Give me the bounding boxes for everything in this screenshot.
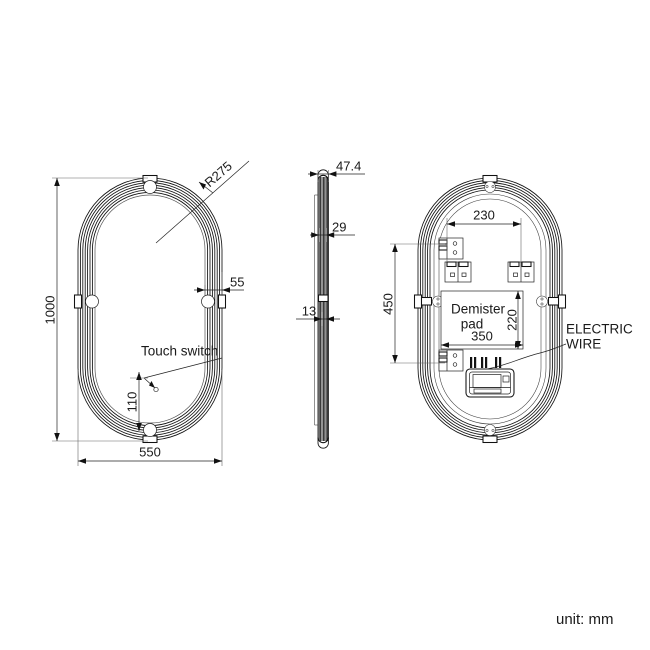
rear-bracket-height-label: 450 — [380, 293, 395, 315]
front-frame-depth-label: 55 — [230, 274, 244, 289]
rear-electric-wire-label-line2: WIRE — [566, 337, 601, 352]
side-glass-offset-label: 29 — [332, 219, 346, 234]
front-width-label: 550 — [139, 444, 161, 459]
front-width-dimension: 550 — [77, 370, 223, 466]
rear-demister-pad-label-line1: Demister — [451, 302, 506, 317]
rear-demister-pad-label-line2: pad — [461, 317, 484, 332]
unit-note: unit: mm — [556, 611, 614, 628]
rear-view: Demister pad ELECTRIC WIRE — [380, 174, 633, 444]
rear-bracket-top-left — [438, 237, 464, 260]
front-frame-depth-dimension: 55 — [194, 272, 244, 296]
rear-demister-pad: Demister pad — [440, 290, 524, 350]
rear-demister-width-label: 350 — [471, 328, 493, 343]
rear-bracket-bottom-left — [438, 349, 464, 372]
rear-bracket-height-dimension: 450 — [380, 243, 445, 364]
rear-mounting-clips — [413, 174, 567, 444]
rear-bracket-span-dimension: 230 — [446, 207, 522, 262]
rear-demister-height-label: 220 — [504, 309, 519, 331]
side-view: 47.4 29 13 — [296, 158, 365, 449]
front-touch-switch-callout: Touch switch — [141, 344, 223, 393]
front-frame-outline — [77, 177, 223, 441]
side-glass-offset-dimension: 29 — [310, 219, 355, 242]
front-touch-offset-dimension: 110 — [124, 372, 148, 431]
side-back-thickness-label: 13 — [302, 303, 316, 318]
rear-power-box — [465, 368, 515, 398]
front-view: R275 1000 550 55 — [42, 158, 250, 466]
side-thickness-label: 47.4 — [336, 158, 361, 173]
side-back-thickness-dimension: 13 — [296, 303, 340, 326]
rear-electric-wire-callout: ELECTRIC WIRE — [486, 322, 633, 370]
rear-bracket-span-label: 230 — [473, 207, 495, 222]
front-touch-offset-label: 110 — [124, 392, 139, 413]
rear-bracket-mid-left — [444, 261, 472, 283]
front-height-label: 1000 — [42, 296, 57, 325]
rear-electric-wire-label-line1: ELECTRIC — [566, 322, 633, 337]
front-mounting-clips — [73, 174, 227, 444]
rear-bracket-mid-right — [507, 261, 535, 283]
side-profile-outline — [314, 169, 329, 449]
front-height-dimension: 1000 — [42, 177, 148, 442]
side-thickness-dimension: 47.4 — [308, 158, 365, 182]
rear-demister-height-dimension: 220 — [504, 291, 521, 349]
front-touch-switch-label: Touch switch — [141, 344, 218, 359]
rear-connector-pins — [470, 357, 502, 368]
